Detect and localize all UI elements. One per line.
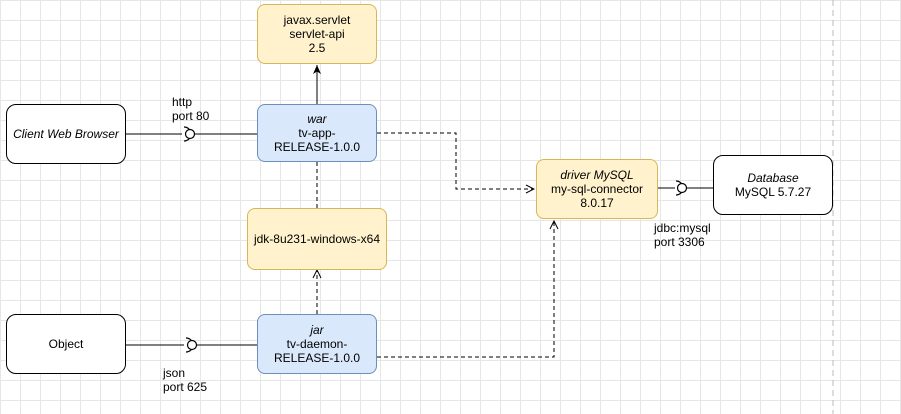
object-label: Object [48, 337, 84, 351]
http-protocol: http [172, 95, 193, 109]
edge-jar-to-driver[interactable] [377, 221, 554, 358]
json-lollipop-icon [186, 339, 198, 351]
http-interface-label: http port 80 [172, 95, 209, 123]
war-artifact: tv-app- [298, 126, 336, 140]
servlet-api-artifact: servlet-api [289, 27, 345, 41]
war-stereotype: war [307, 112, 327, 126]
jar-artifact: tv-daemon- [286, 337, 348, 351]
json-port: port 625 [163, 380, 208, 394]
driver-artifact: my-sql-connector [550, 182, 644, 196]
driver-stereotype: driver MySQL [560, 168, 634, 182]
database-stereotype: Database [747, 171, 799, 185]
http-lollipop-icon [184, 128, 196, 140]
jdbc-interface-label: jdbc:mysql port 3306 [654, 221, 711, 249]
database-version: MySQL 5.7.27 [734, 185, 812, 199]
jdbc-lollipop-icon [676, 182, 688, 194]
jdbc-protocol: jdbc:mysql [654, 221, 711, 235]
node-jdk[interactable]: jdk-8u231-windows-x64 [247, 208, 387, 270]
node-object[interactable]: Object [6, 314, 126, 374]
servlet-api-version: 2.5 [308, 41, 326, 55]
war-version: RELEASE-1.0.0 [273, 140, 361, 154]
node-war-tv-app[interactable]: war tv-app- RELEASE-1.0.0 [257, 104, 377, 162]
node-jar-tv-daemon[interactable]: jar tv-daemon- RELEASE-1.0.0 [257, 314, 377, 374]
jdbc-port: port 3306 [654, 235, 705, 249]
node-client-web-browser[interactable]: Client Web Browser [6, 104, 126, 164]
http-port: port 80 [172, 109, 210, 123]
edge-war-to-driver[interactable] [377, 132, 534, 189]
node-servlet-api[interactable]: javax.servlet servlet-api 2.5 [257, 4, 377, 64]
node-database[interactable]: Database MySQL 5.7.27 [713, 155, 833, 215]
driver-version: 8.0.17 [580, 196, 614, 210]
jar-version: RELEASE-1.0.0 [273, 351, 361, 365]
jdk-label: jdk-8u231-windows-x64 [253, 232, 381, 246]
servlet-api-group: javax.servlet [283, 13, 351, 27]
node-driver-mysql[interactable]: driver MySQL my-sql-connector 8.0.17 [536, 159, 658, 219]
json-protocol: json [163, 366, 186, 380]
client-browser-label: Client Web Browser [13, 127, 119, 141]
jar-stereotype: jar [310, 323, 324, 337]
json-interface-label: json port 625 [163, 366, 207, 394]
